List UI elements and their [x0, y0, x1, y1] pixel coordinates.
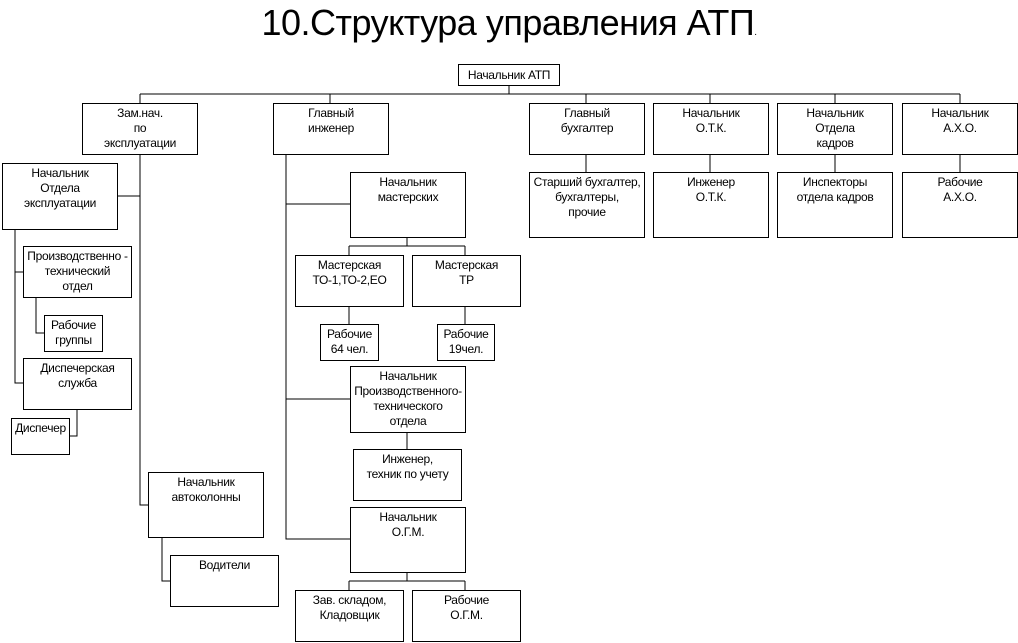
node-workers-64: Рабочие 64 чел.: [320, 324, 379, 361]
node-head-workshops: Начальник мастерских: [350, 172, 466, 238]
node-workshop-tr: Мастерская ТР: [412, 255, 521, 307]
node-warehouse-manager: Зав. складом, Кладовщик: [295, 590, 404, 642]
node-head-motorcade: Начальник автоколонны: [148, 472, 264, 538]
node-head-hr: Начальник Отдела кадров: [777, 103, 893, 155]
connector: [117, 154, 148, 506]
connector: [348, 237, 466, 324]
connector: [585, 154, 961, 172]
node-workers-19: Рабочие 19чел.: [437, 324, 495, 361]
node-head-aho: Начальник А.Х.О.: [902, 103, 1018, 155]
diagram-title: 10.Структура управления АТП.: [0, 2, 1018, 44]
node-deputy-operations: Зам.нач. по эксплуатации: [82, 103, 198, 155]
node-drivers: Водители: [170, 555, 279, 607]
node-aho-workers: Рабочие А.Х.О.: [902, 172, 1018, 238]
connector: [139, 85, 961, 104]
node-head-atp: Начальник АТП: [458, 64, 560, 86]
node-dispatch-service: Диспечерская служба: [23, 358, 132, 410]
node-ogm-workers: Рабочие О.Г.М.: [412, 590, 521, 642]
node-chief-accountant: Главный бухгалтер: [529, 103, 645, 155]
node-engineer-accounting: Инженер, техник по учету: [353, 449, 462, 501]
node-head-ogm: Начальник О.Г.М.: [350, 507, 466, 573]
connector: [348, 572, 466, 590]
node-head-otk: Начальник О.Т.К.: [653, 103, 769, 155]
node-production-technical-dept: Производственно - технический отдел: [23, 246, 132, 298]
node-otk-engineer: Инженер О.Т.К.: [653, 172, 769, 238]
node-dispatcher: Диспечер: [11, 418, 70, 455]
node-hr-inspectors: Инспекторы отдела кадров: [777, 172, 893, 238]
node-chief-engineer: Главный инженер: [273, 103, 389, 155]
connector: [161, 537, 170, 582]
title-text: 10.Структура управления АТП: [261, 2, 755, 43]
node-head-pto: Начальник Производственного- техническог…: [350, 366, 466, 433]
node-accountants: Старший бухгалтер, бухгалтеры, прочие: [529, 172, 645, 238]
connector: [14, 229, 78, 437]
node-work-groups: Рабочие группы: [44, 315, 103, 352]
node-head-operations-dept: Начальник Отдела эксплуатации: [2, 163, 118, 230]
title-dot: .: [754, 27, 757, 38]
connector: [285, 154, 350, 540]
node-workshop-to: Мастерская ТО-1,ТО-2,ЕО: [295, 255, 404, 307]
